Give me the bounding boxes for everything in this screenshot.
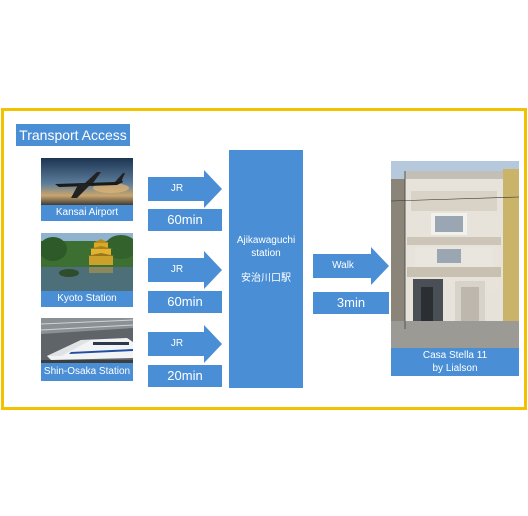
travel-time-kyoto: 60min: [148, 291, 222, 313]
ajikawaguchi-station-box: Ajikawaguchi station 安治川口駅: [229, 150, 303, 388]
arrow-jr-kansai: JR: [148, 170, 222, 208]
arrow-jr-shin-osaka: JR: [148, 325, 222, 363]
arrow-mode-label: Walk: [332, 260, 354, 271]
travel-time-shin-osaka: 20min: [148, 365, 222, 387]
station-name: Ajikawaguchi station: [236, 235, 296, 259]
house-photo: [391, 161, 519, 348]
origin-label-kyoto-station: Kyoto Station: [41, 291, 133, 307]
bullet-train-photo: [41, 318, 133, 363]
transport-frame: Transport Access Kansai Airport: [1, 108, 527, 410]
travel-time-kansai: 60min: [148, 209, 222, 231]
station-name-jp: 安治川口駅: [241, 273, 291, 284]
destination-name: Casa Stella 11: [422, 350, 488, 361]
arrow-walk: Walk: [313, 247, 389, 285]
section-title: Transport Access: [16, 124, 130, 146]
arrow-mode-label: JR: [170, 338, 184, 349]
origin-label-shin-osaka-station: Shin-Osaka Station: [41, 363, 133, 381]
arrow-mode-label: JR: [170, 264, 184, 275]
destination-operator: by Lialson: [432, 363, 478, 374]
walk-time: 3min: [313, 292, 389, 314]
destination-label: Casa Stella 11 by Lialson: [391, 348, 519, 376]
golden-pavilion-photo: [41, 233, 133, 291]
airplane-photo: [41, 158, 133, 205]
origin-label-kansai-airport: Kansai Airport: [41, 205, 133, 221]
arrow-mode-label: JR: [170, 183, 184, 194]
arrow-jr-kyoto: JR: [148, 251, 222, 289]
